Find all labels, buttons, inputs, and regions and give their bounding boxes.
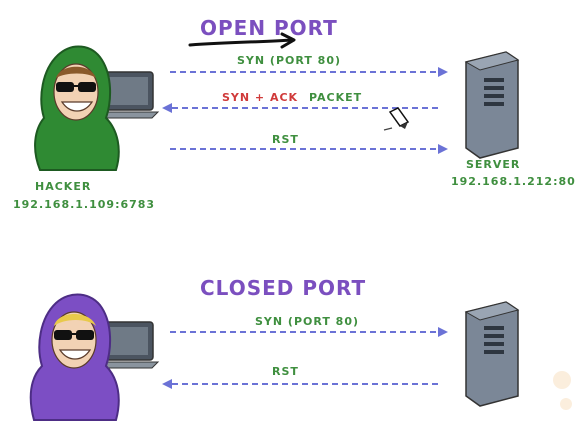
server-icon	[464, 51, 520, 159]
closed-arrow-rst-label: RST	[272, 365, 299, 378]
hacker-purple-icon	[29, 293, 160, 421]
laptop-icon	[96, 71, 160, 119]
open-arrow-synack-label-red: SYN + ACK	[222, 91, 298, 104]
open-arrow-syn-label: SYN (PORT 80)	[237, 54, 341, 67]
laptop-icon-2	[96, 321, 160, 369]
closed-arrow-syn-label: SYN (PORT 80)	[255, 315, 359, 328]
hacker-green-icon	[34, 45, 160, 171]
server-icon-2	[464, 301, 520, 407]
closed-port-title: CLOSED PORT	[200, 276, 366, 300]
open-arrow-rst-label: RST	[272, 133, 299, 146]
decorative-dot-2	[560, 398, 572, 410]
hacker-label: HACKER	[35, 180, 91, 193]
pencil-cursor-icon	[383, 107, 410, 131]
title-arrowhead	[280, 32, 296, 49]
open-port-title: OPEN PORT	[200, 16, 338, 40]
server-label: SERVER	[466, 158, 520, 171]
decorative-dot	[553, 371, 571, 389]
hacker-address: 192.168.1.109:6783	[13, 198, 155, 211]
open-arrow-synack-label: SYN + ACK PACKET	[222, 91, 362, 104]
open-arrow-synack-label-green: PACKET	[309, 91, 362, 104]
server-address: 192.168.1.212:80	[451, 175, 576, 188]
title-underline-arrow	[188, 38, 294, 47]
